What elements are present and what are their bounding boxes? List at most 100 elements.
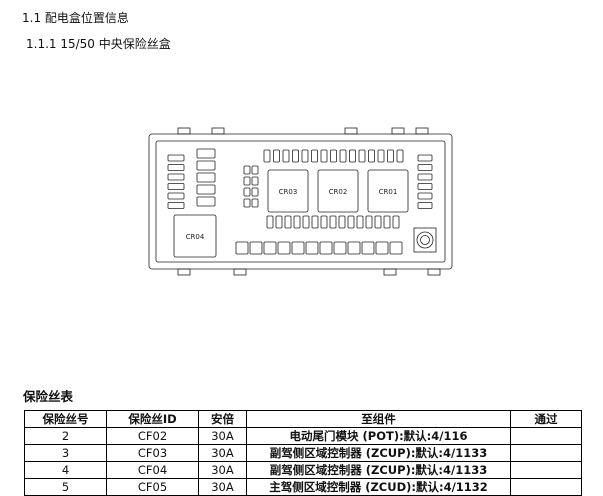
fuse-slot bbox=[235, 241, 249, 255]
fuse-slot bbox=[417, 154, 433, 162]
table-row: 5 CF05 30A 主驾侧区域控制器 (ZCUD):默认:4/1132 bbox=[24, 478, 582, 496]
relay-box bbox=[173, 214, 217, 258]
relay-label: CR03 bbox=[279, 188, 298, 196]
relay-box bbox=[317, 169, 359, 213]
fuse-no: 5 bbox=[24, 478, 107, 496]
fuse-no: 4 bbox=[24, 461, 107, 479]
fuse-component: 主驾侧区域控制器 (ZCUD):默认:4/1132 bbox=[246, 478, 511, 496]
fuse-component: 副驾侧区域控制器 (ZCUP):默认:4/1133 bbox=[246, 444, 511, 462]
fuse-slot bbox=[196, 148, 216, 159]
housing-outer bbox=[148, 133, 453, 270]
fuse-via bbox=[510, 461, 582, 479]
mount-tab bbox=[177, 268, 191, 276]
table-row: 3 CF03 30A 副驾侧区域控制器 (ZCUP):默认:4/1133 bbox=[24, 444, 582, 462]
fuse-slot bbox=[284, 215, 292, 229]
relay-label: CR02 bbox=[329, 188, 348, 196]
fuse-slot bbox=[301, 149, 309, 163]
fuse-id: CF04 bbox=[106, 461, 199, 479]
fuse-id: CF02 bbox=[106, 427, 199, 445]
mount-tab bbox=[344, 127, 358, 135]
fuse-slot bbox=[196, 184, 216, 195]
fuse-slot bbox=[349, 149, 356, 163]
fuse-slot bbox=[243, 176, 251, 186]
fuse-slot bbox=[361, 241, 375, 255]
mount-tab bbox=[391, 127, 405, 135]
fuse-slot bbox=[389, 241, 403, 255]
fuse-slot bbox=[387, 149, 394, 163]
fuse-slot bbox=[338, 215, 346, 229]
fuse-table-header-row: 保险丝号 保险丝ID 安倍 至组件 通过 bbox=[24, 410, 582, 428]
fuse-slot bbox=[167, 192, 185, 200]
fuse-slot bbox=[291, 241, 305, 255]
fuse-slot bbox=[282, 149, 290, 163]
fuse-table: 保险丝号 保险丝ID 安倍 至组件 通过 2 CF02 30A 电动尾门模块 (… bbox=[24, 410, 582, 496]
fuse-slot bbox=[196, 160, 216, 171]
fuse-amp: 30A bbox=[198, 427, 247, 445]
fuse-slot bbox=[392, 215, 400, 229]
fuse-slot bbox=[196, 172, 216, 183]
fuse-box-outline bbox=[148, 127, 453, 276]
fuse-slot bbox=[347, 215, 355, 229]
fuse-slot bbox=[311, 149, 318, 163]
col-header-fuse-id: 保险丝ID bbox=[106, 410, 199, 428]
subsection-heading: 1.1.1 15/50 中央保险丝盒 bbox=[26, 37, 171, 51]
fuse-slot bbox=[356, 215, 364, 229]
fuse-slot bbox=[292, 149, 299, 163]
fuse-slot bbox=[375, 241, 389, 255]
fuse-slot bbox=[305, 241, 319, 255]
fuse-slot bbox=[251, 187, 259, 197]
fuse-slot bbox=[368, 149, 375, 163]
fuse-slot bbox=[293, 215, 301, 229]
fuse-slot bbox=[275, 215, 283, 229]
fuse-slot bbox=[251, 198, 259, 208]
housing-inner bbox=[155, 140, 446, 263]
col-header-via: 通过 bbox=[510, 410, 582, 428]
fuse-slot bbox=[374, 215, 382, 229]
fuse-slot bbox=[358, 149, 366, 163]
fuse-slot bbox=[167, 173, 185, 181]
fuse-slot bbox=[263, 149, 271, 163]
table-row: 2 CF02 30A 电动尾门模块 (POT):默认:4/116 bbox=[24, 427, 582, 445]
fuse-slot bbox=[273, 149, 280, 163]
fuse-amp: 30A bbox=[198, 478, 247, 496]
fuse-slot bbox=[302, 215, 310, 229]
fuse-slot bbox=[417, 192, 433, 200]
fuse-slot bbox=[383, 215, 391, 229]
fuse-slot bbox=[320, 149, 328, 163]
fuse-slot bbox=[365, 215, 373, 229]
mount-tab bbox=[233, 268, 247, 276]
col-header-ampere: 安倍 bbox=[198, 410, 247, 428]
fuse-slot bbox=[263, 241, 277, 255]
mount-tab bbox=[177, 127, 191, 135]
relay-label: CR01 bbox=[379, 188, 398, 196]
relay-box bbox=[267, 169, 309, 213]
fuse-slot bbox=[417, 183, 433, 190]
fuse-no: 3 bbox=[24, 444, 107, 462]
fuse-slot bbox=[377, 149, 385, 163]
fuse-via bbox=[510, 427, 582, 445]
fuse-slot bbox=[167, 154, 185, 162]
fuse-no: 2 bbox=[24, 427, 107, 445]
fuse-slot bbox=[243, 198, 251, 208]
fuse-slot bbox=[266, 215, 274, 229]
fuse-slot bbox=[396, 149, 404, 163]
fuse-slots bbox=[167, 148, 433, 255]
fuse-component: 电动尾门模块 (POT):默认:4/116 bbox=[246, 427, 511, 445]
fuse-slot bbox=[333, 241, 347, 255]
fuse-slot bbox=[249, 241, 263, 255]
relay-box bbox=[367, 169, 409, 213]
fuse-slot bbox=[167, 164, 185, 171]
fuse-slot bbox=[329, 215, 337, 229]
fuse-slot bbox=[320, 215, 328, 229]
fuse-via bbox=[510, 478, 582, 496]
fuse-slot bbox=[167, 202, 185, 209]
mount-tab bbox=[383, 268, 397, 276]
fuse-slot bbox=[417, 164, 433, 171]
fuse-slot bbox=[417, 173, 433, 181]
fuse-amp: 30A bbox=[198, 461, 247, 479]
fuse-component: 副驾侧区域控制器 (ZCUP):默认:4/1133 bbox=[246, 461, 511, 479]
fuse-slot bbox=[417, 202, 433, 209]
fuse-slot bbox=[251, 176, 259, 186]
fuse-amp: 30A bbox=[198, 444, 247, 462]
